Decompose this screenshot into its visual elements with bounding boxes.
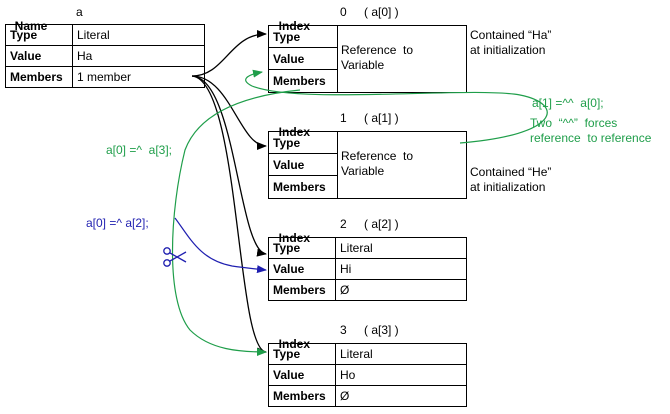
table-row: Value Hi — [268, 258, 467, 280]
wire-to-index-3 — [191, 75, 267, 356]
var-a-table: Type Literal Value Ha Members 1 member — [5, 24, 205, 88]
note-a0-a3: a[0] =^ a[3]; — [106, 143, 173, 157]
table-row: Type Literal — [268, 237, 467, 259]
table-row: Members 1 member — [5, 66, 205, 88]
index-1-header: Index — [278, 125, 311, 139]
members-value: 1 member — [72, 66, 205, 88]
cell-0-value-key: Value — [269, 48, 337, 70]
table-row: Type Literal — [268, 343, 467, 365]
table-row: Type Literal — [5, 24, 205, 46]
blue-wire-a0-to-a2 — [174, 217, 267, 274]
note-a0-a2: a[0] =^ a[2]; — [86, 216, 149, 230]
cell-1-box: Type Value Members Reference to Variable — [268, 131, 467, 199]
index-0-number: 0 — [340, 5, 347, 19]
value-key: Value — [5, 45, 73, 67]
wire-to-index-2 — [191, 75, 267, 257]
wire-to-index-0 — [191, 30, 267, 77]
green-wire-a0-to-a3 — [171, 89, 301, 356]
cell-0-box: Type Value Members Reference to Variable — [268, 25, 467, 93]
cell-3-table: Type Literal Value Ho Members Ø — [268, 343, 467, 407]
cell-1-members-key: Members — [273, 180, 326, 194]
scissors-icon — [163, 247, 187, 267]
index-3-number: 3 — [340, 323, 347, 337]
cell-0-ref-text: Reference to Variable — [341, 43, 414, 72]
index-2-number: 2 — [340, 217, 347, 231]
table-row: Members Ø — [268, 385, 467, 407]
index-1-number: 1 — [340, 111, 347, 125]
green-wire-a1-to-a0 — [245, 69, 548, 144]
members-key: Members — [5, 66, 73, 88]
table-row: Value Ha — [5, 45, 205, 67]
index-2-ref: ( a[2] ) — [364, 217, 399, 231]
var-a-name: a — [76, 5, 83, 19]
index-3-ref: ( a[3] ) — [364, 323, 399, 337]
cell-0-type-key: Type — [269, 26, 337, 48]
cell-2-table: Type Literal Value Hi Members Ø — [268, 237, 467, 301]
wire-to-index-1 — [191, 75, 267, 150]
table-row: Members Ø — [268, 279, 467, 301]
note-contained-he: Contained “He” at initialization — [470, 165, 552, 194]
cell-1-type-key: Type — [269, 132, 337, 154]
type-value: Literal — [72, 24, 205, 46]
type-key: Type — [5, 24, 73, 46]
note-contained-ha: Contained “Ha” at initialization — [470, 28, 552, 57]
cell-1-value-key: Value — [269, 154, 337, 176]
index-0-ref: ( a[0] ) — [364, 5, 399, 19]
index-0-header: Index — [278, 19, 311, 33]
cell-0-members-key: Members — [273, 74, 326, 88]
index-1-ref: ( a[1] ) — [364, 111, 399, 125]
note-two-caret: Two “^^” forces reference to reference — [530, 116, 652, 145]
cell-1-ref-text: Reference to Variable — [341, 149, 414, 178]
